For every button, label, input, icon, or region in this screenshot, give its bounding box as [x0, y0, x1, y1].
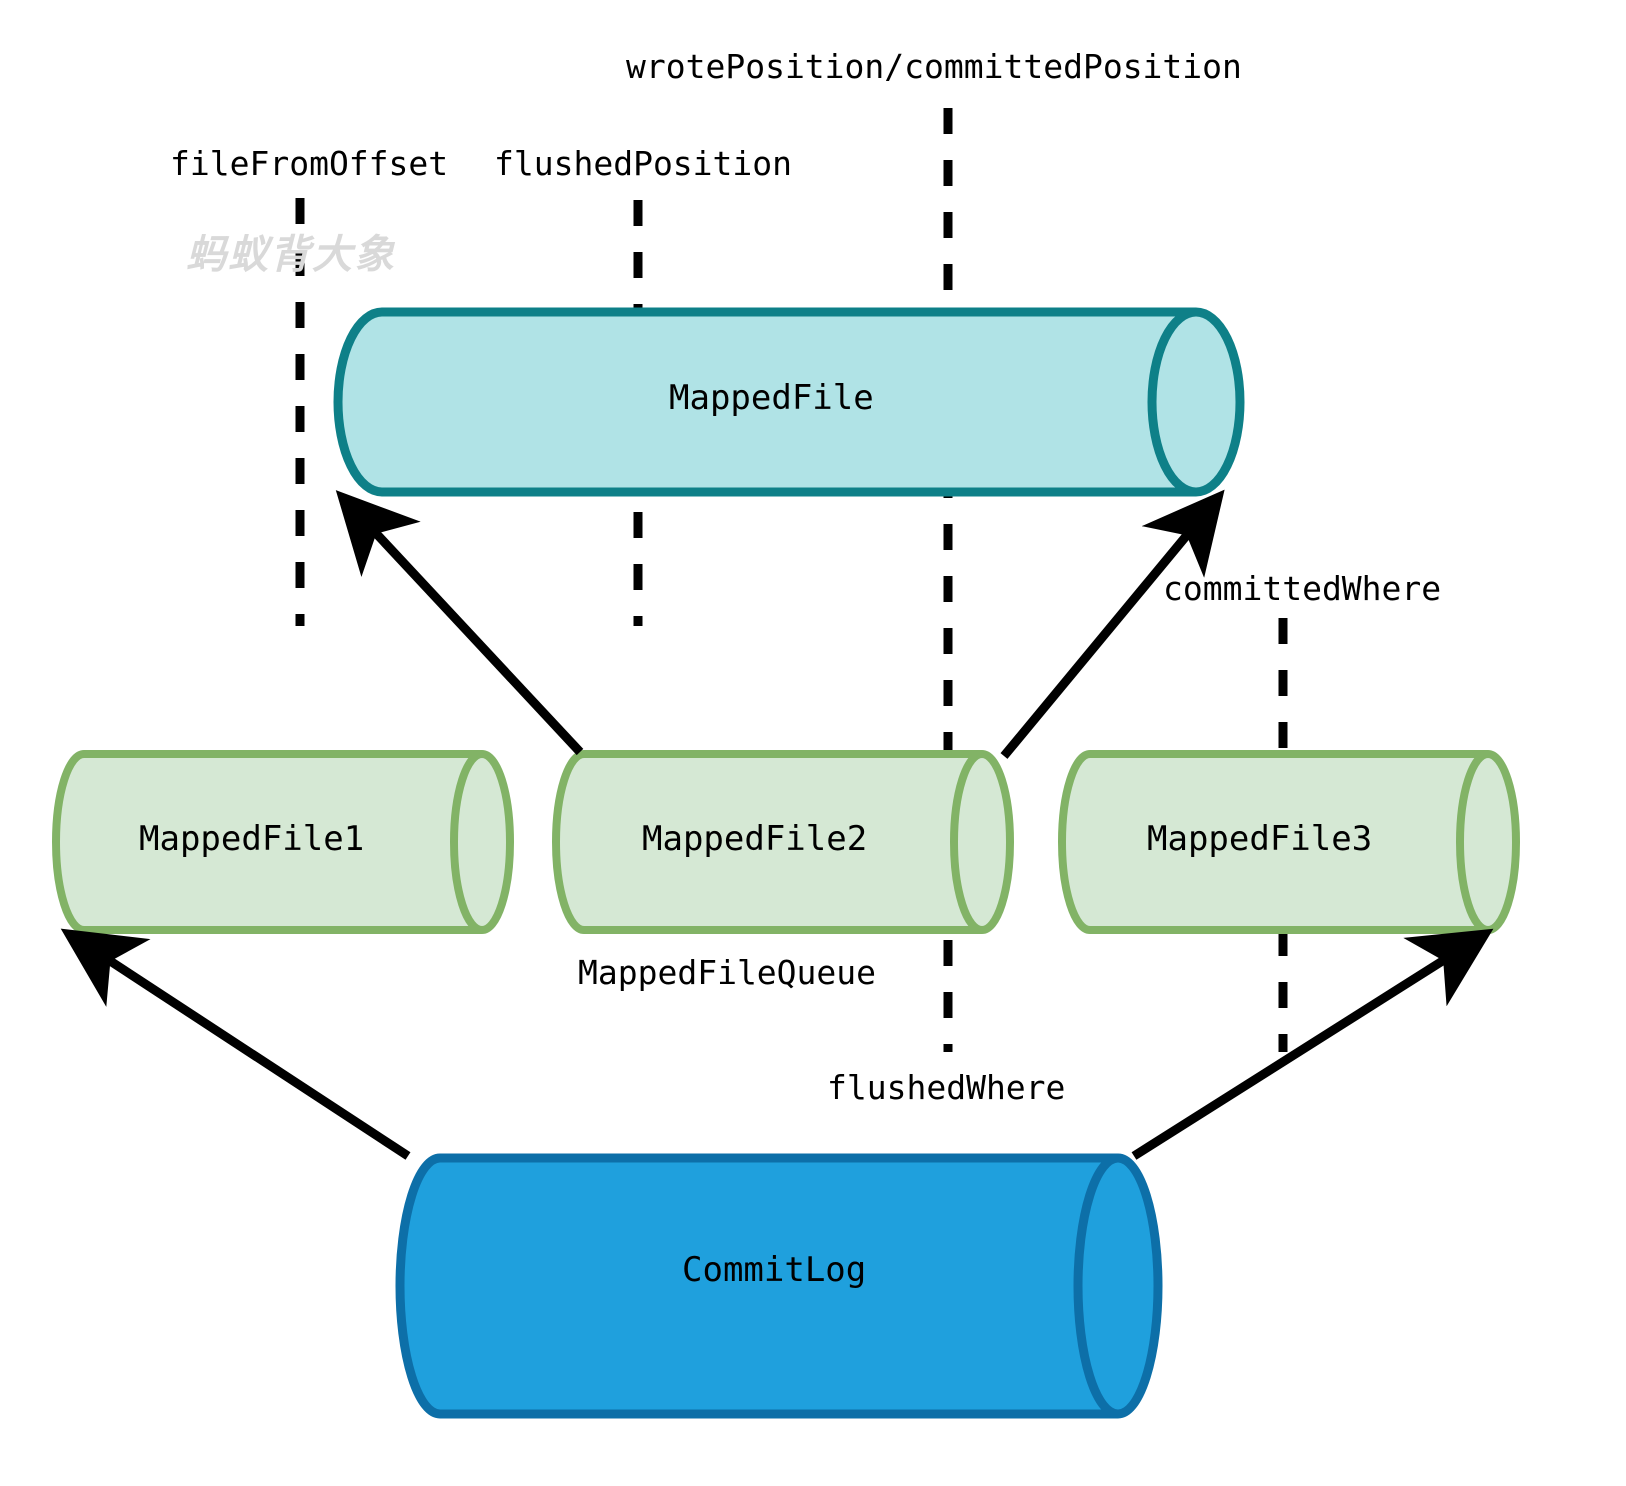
node-label-commit-log: CommitLog: [682, 1250, 867, 1290]
connector-arrows: [60, 489, 1494, 1160]
arrow-commitlog-to-mappedfile3: [1131, 928, 1494, 1160]
node-label-mapped-file-3: MappedFile3: [1147, 819, 1373, 859]
label-committed-where: committedWhere: [1163, 569, 1442, 608]
watermark: 蚂蚁背大象: [186, 232, 396, 278]
mapped-file-2-shape: [552, 750, 1014, 934]
mapped-file-1-shape: [52, 750, 514, 934]
label-wrote-committed-position: wrotePosition/committedPosition: [626, 47, 1242, 86]
label-flushed-position: flushedPosition: [494, 144, 793, 183]
label-flushed-where: flushedWhere: [827, 1068, 1066, 1107]
label-mapped-file-queue: MappedFileQueue: [578, 953, 877, 992]
commit-log-shape: [395, 1153, 1163, 1419]
node-label-mapped-file: MappedFile: [669, 378, 874, 418]
node-label-mapped-file-2: MappedFile2: [642, 819, 868, 859]
arrow-commitlog-to-mappedfile1: [60, 928, 411, 1160]
node-label-mapped-file-1: MappedFile1: [139, 819, 365, 859]
arrow-queue-to-mappedfile-left: [335, 490, 584, 756]
label-file-from-offset: fileFromOffset: [170, 144, 449, 183]
arrow-queue-to-mappedfile-right: [1000, 489, 1225, 759]
